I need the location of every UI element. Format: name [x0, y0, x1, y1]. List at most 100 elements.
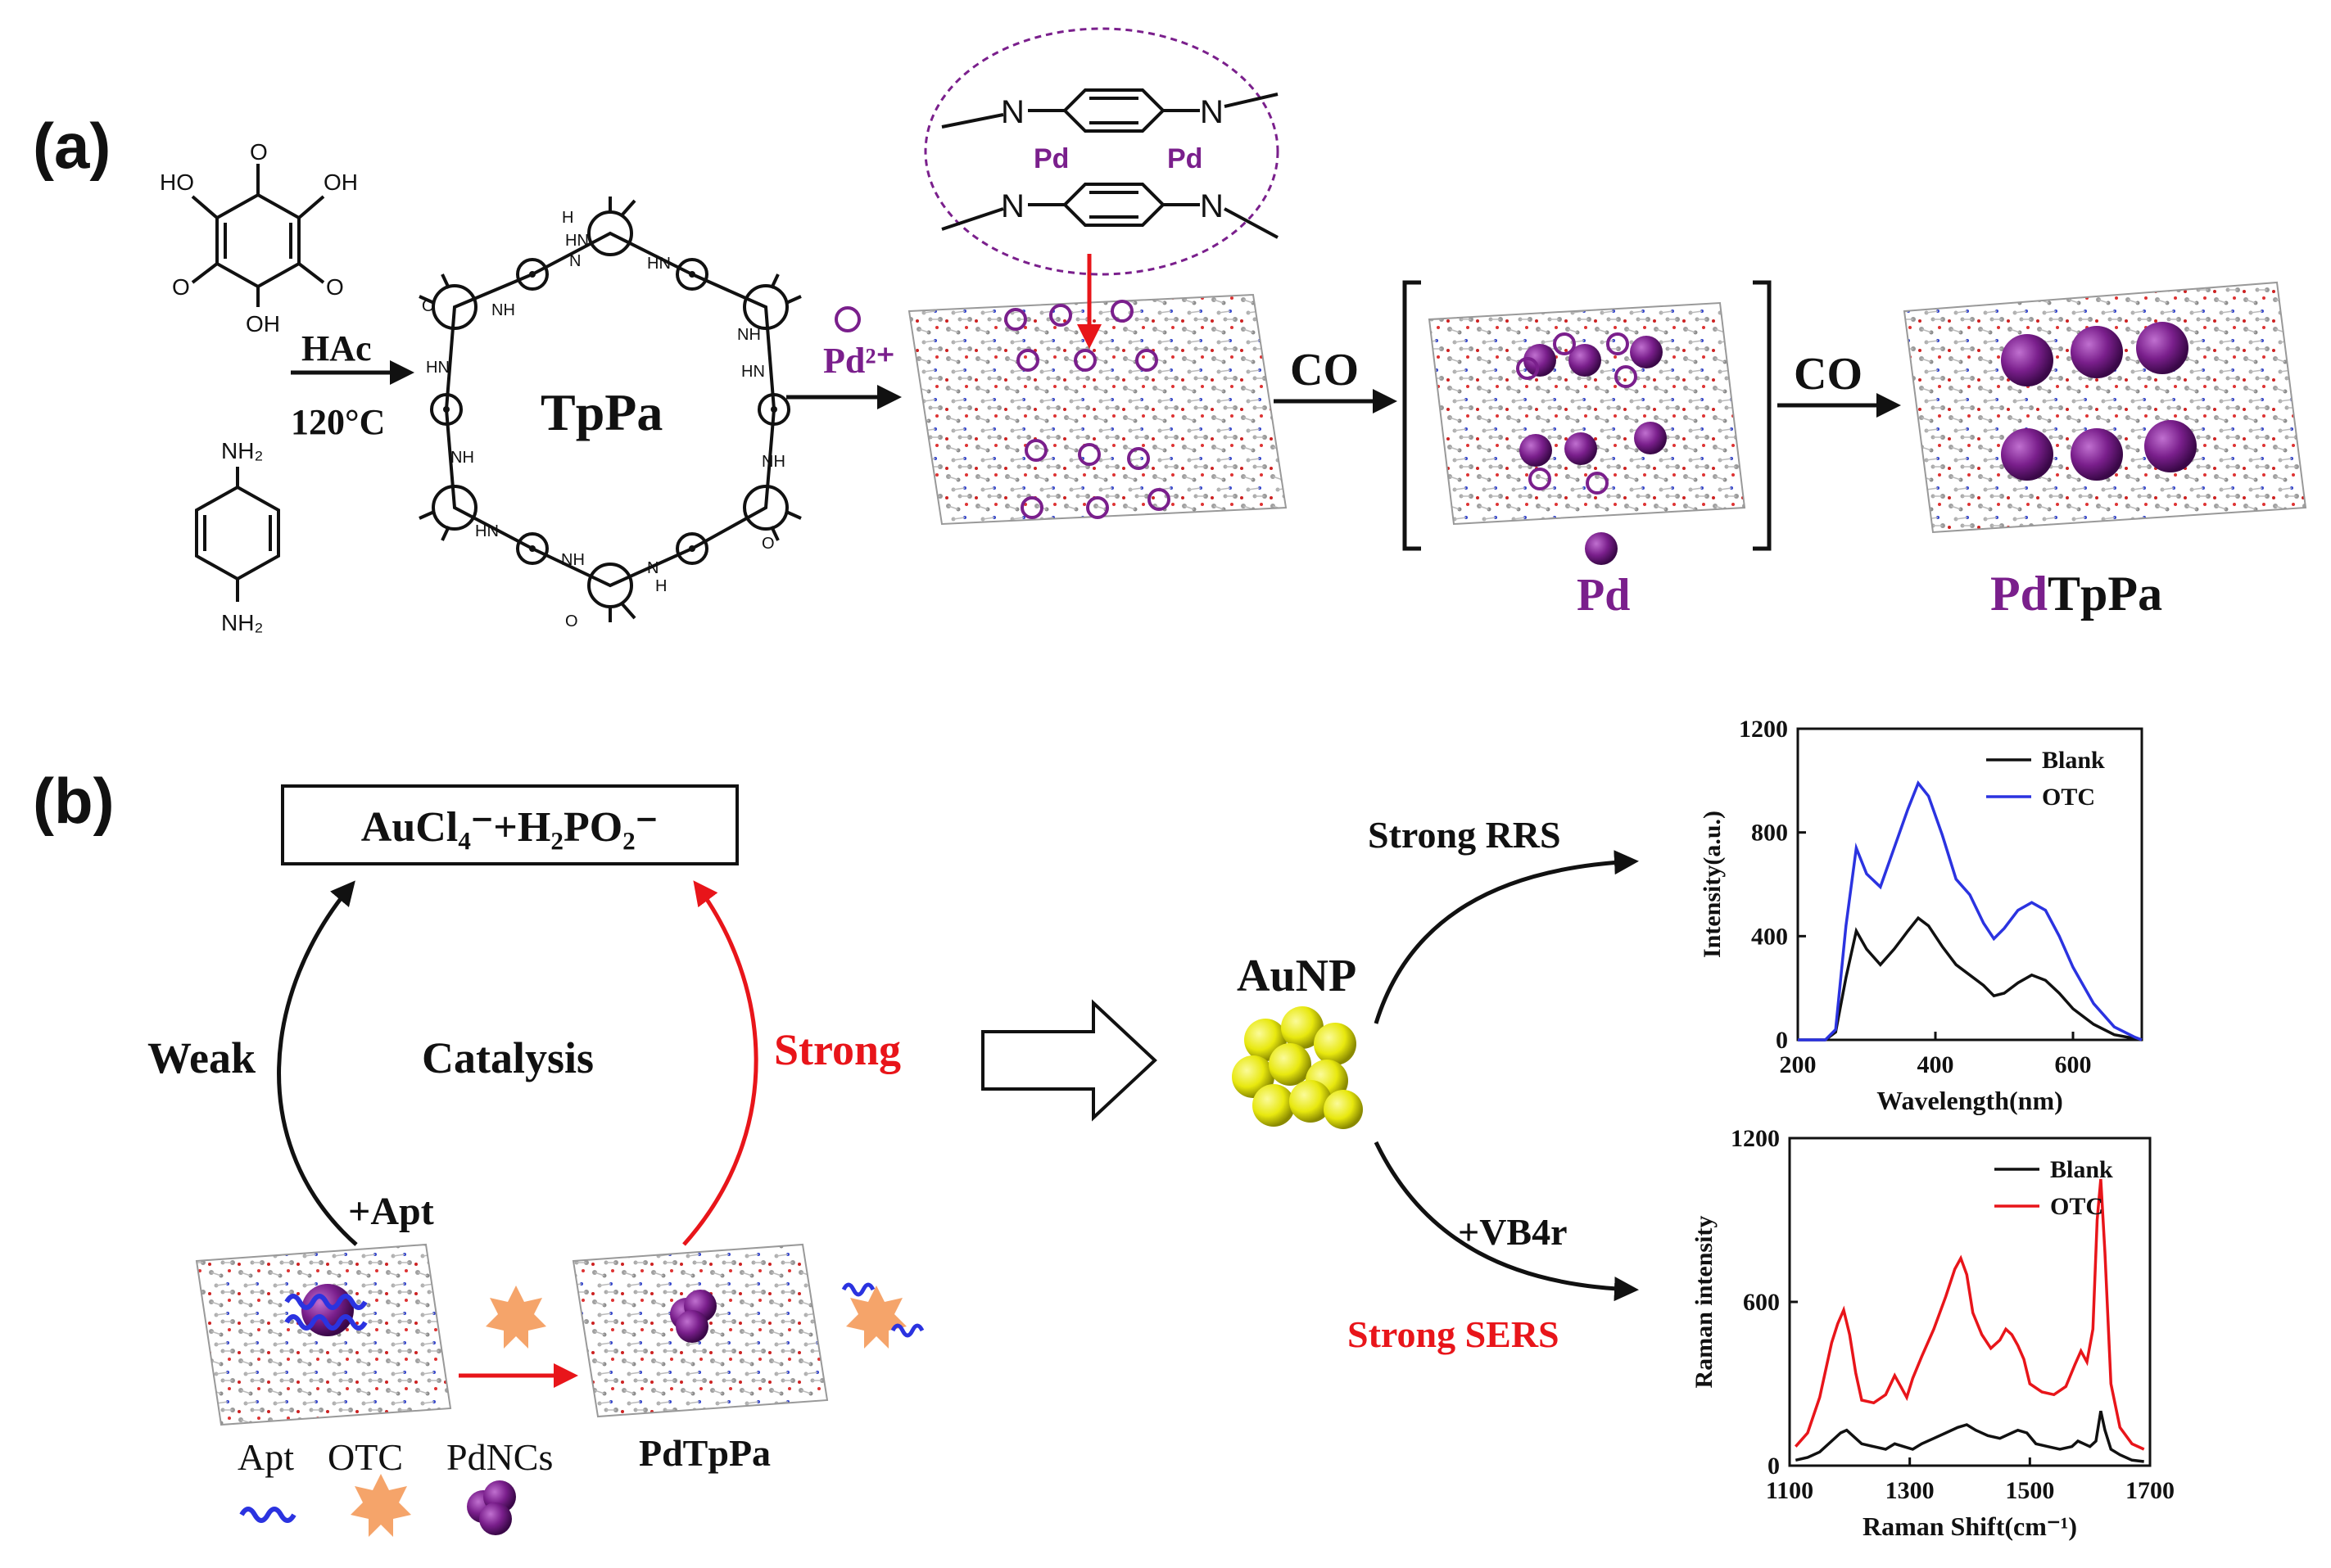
y-tick-label: 1200 [1731, 1125, 1780, 1152]
tppa-label: TpPa [541, 383, 663, 441]
legend-pdncs-label: PdNCs [446, 1436, 553, 1478]
tp-o-left: O [172, 274, 190, 300]
svg-text:N: N [647, 559, 659, 577]
legend-entry: OTC [2050, 1193, 2103, 1220]
x-tick-label: 600 [2055, 1051, 2092, 1078]
catalysis-label: Catalysis [422, 1033, 594, 1082]
svg-text:N: N [1200, 94, 1224, 130]
framework-pdtppa [1903, 281, 2307, 534]
x-tick-label: 200 [1780, 1051, 1817, 1078]
svg-text:HN: HN [565, 232, 589, 250]
legend-otc-icon [351, 1474, 411, 1537]
x-tick-label: 1500 [2005, 1477, 2054, 1504]
co-label-1: CO [1290, 345, 1359, 395]
svg-text:O: O [762, 535, 775, 553]
weak-label: Weak [147, 1033, 256, 1082]
pa-monomer [195, 467, 280, 602]
svg-text:HN: HN [647, 255, 671, 273]
legend-pdncs-icon [467, 1480, 516, 1535]
tppa-groups: HN N H HN NH HN NH HN NH HN NH NH N H O … [422, 209, 785, 630]
condition-temperature: 120°C [291, 402, 385, 442]
legend: Apt OTC PdNCs [238, 1436, 553, 1537]
svg-text:H: H [655, 577, 667, 595]
strong-label: Strong [774, 1025, 901, 1074]
tp-o-right: O [326, 274, 344, 300]
legend-entry: Blank [2042, 747, 2105, 774]
series-line-blank [1798, 915, 2143, 1042]
otc-icon-free [486, 1286, 546, 1349]
x-tick-label: 1700 [2125, 1477, 2175, 1504]
svg-text:HN: HN [475, 522, 499, 540]
tp-oh-bottom: OH [246, 311, 280, 337]
reaction-box-label: AuCl₄⁻+H₂PO₂⁻ [361, 804, 658, 851]
pd-ion-legend-icon [835, 306, 861, 332]
framework-pdtppa-b [572, 1243, 829, 1418]
x-tick-label: 1100 [1766, 1477, 1813, 1504]
legend-entry: Blank [2050, 1156, 2113, 1183]
hollow-arrow [981, 999, 1157, 1122]
series-line-otc [1794, 1178, 2145, 1451]
tppa-ring [419, 197, 802, 622]
panel-label-b: (b) [33, 765, 115, 837]
x-axis-label: Wavelength(nm) [1876, 1086, 2063, 1115]
pd-ion-circles [1004, 300, 1170, 519]
legend-otc-label: OTC [328, 1436, 403, 1478]
pd-ion-label: Pd²⁺ [823, 341, 895, 381]
framework-pd-ion [908, 293, 1288, 526]
svg-text:NH: NH [737, 326, 761, 344]
svg-text:O: O [422, 297, 435, 315]
plus-vb4r-label: +VB4r [1458, 1211, 1568, 1253]
svg-text:NH: NH [450, 449, 474, 467]
tp-monomer [191, 164, 325, 307]
series-line-blank [1795, 1410, 2144, 1463]
arrow-sers [1374, 1141, 1639, 1302]
pdtppa-label-b: PdTpPa [639, 1432, 771, 1474]
tppa-ring-dots [443, 271, 777, 552]
svg-text:O: O [565, 612, 578, 630]
y-axis-label: Intensity(a.u.) [1699, 811, 1726, 958]
legend-entry: OTC [2042, 784, 2095, 811]
plot-frame [1796, 727, 2143, 1042]
svg-text:N: N [1001, 94, 1025, 130]
tp-o-top: O [250, 139, 268, 165]
pa-nh2-top: NH₂ [221, 438, 263, 463]
x-tick-label: 400 [1917, 1051, 1954, 1078]
legend-apt-label: Apt [238, 1436, 294, 1478]
svg-text:NH: NH [762, 453, 785, 471]
svg-text:N: N [569, 252, 581, 270]
pd-coordination-inset: N N N N Pd Pd [924, 27, 1279, 276]
arrow-rrs [1374, 850, 1639, 1024]
condition-acid: HAc [301, 328, 372, 368]
y-tick-label: 1200 [1739, 716, 1788, 743]
framework-apt-bound [195, 1243, 452, 1426]
plus-apt-label: +Apt [348, 1190, 434, 1233]
svg-text:N: N [1200, 188, 1224, 224]
svg-text:NH: NH [561, 551, 585, 569]
co-label-2: CO [1794, 349, 1863, 400]
arrow-weak [277, 880, 358, 1246]
pd-nanoparticle-icon [1585, 532, 1618, 565]
svg-text:HN: HN [741, 363, 765, 381]
framework-intermediate [1402, 280, 1772, 551]
y-axis-label: Raman intensity [1691, 1216, 1718, 1389]
y-tick-label: 800 [1751, 820, 1788, 847]
aunp-cluster [1232, 1006, 1363, 1129]
svg-text:H: H [562, 209, 573, 227]
reaction-box [281, 784, 739, 865]
aunp-label: AuNP [1237, 951, 1356, 1001]
svg-text:HN: HN [426, 359, 450, 377]
svg-text:NH: NH [491, 301, 515, 319]
x-tick-label: 1300 [1885, 1477, 1935, 1504]
y-tick-label: 0 [1776, 1027, 1788, 1054]
strong-rrs-label: Strong RRS [1368, 814, 1561, 856]
arrow-strong [682, 880, 758, 1246]
y-tick-label: 600 [1743, 1289, 1780, 1316]
apt-otc-complex [841, 1282, 925, 1349]
strong-sers-label: Strong SERS [1347, 1313, 1559, 1355]
x-axis-label: Raman Shift(cm⁻¹) [1863, 1512, 2077, 1541]
tp-oh-right: OH [324, 169, 358, 195]
